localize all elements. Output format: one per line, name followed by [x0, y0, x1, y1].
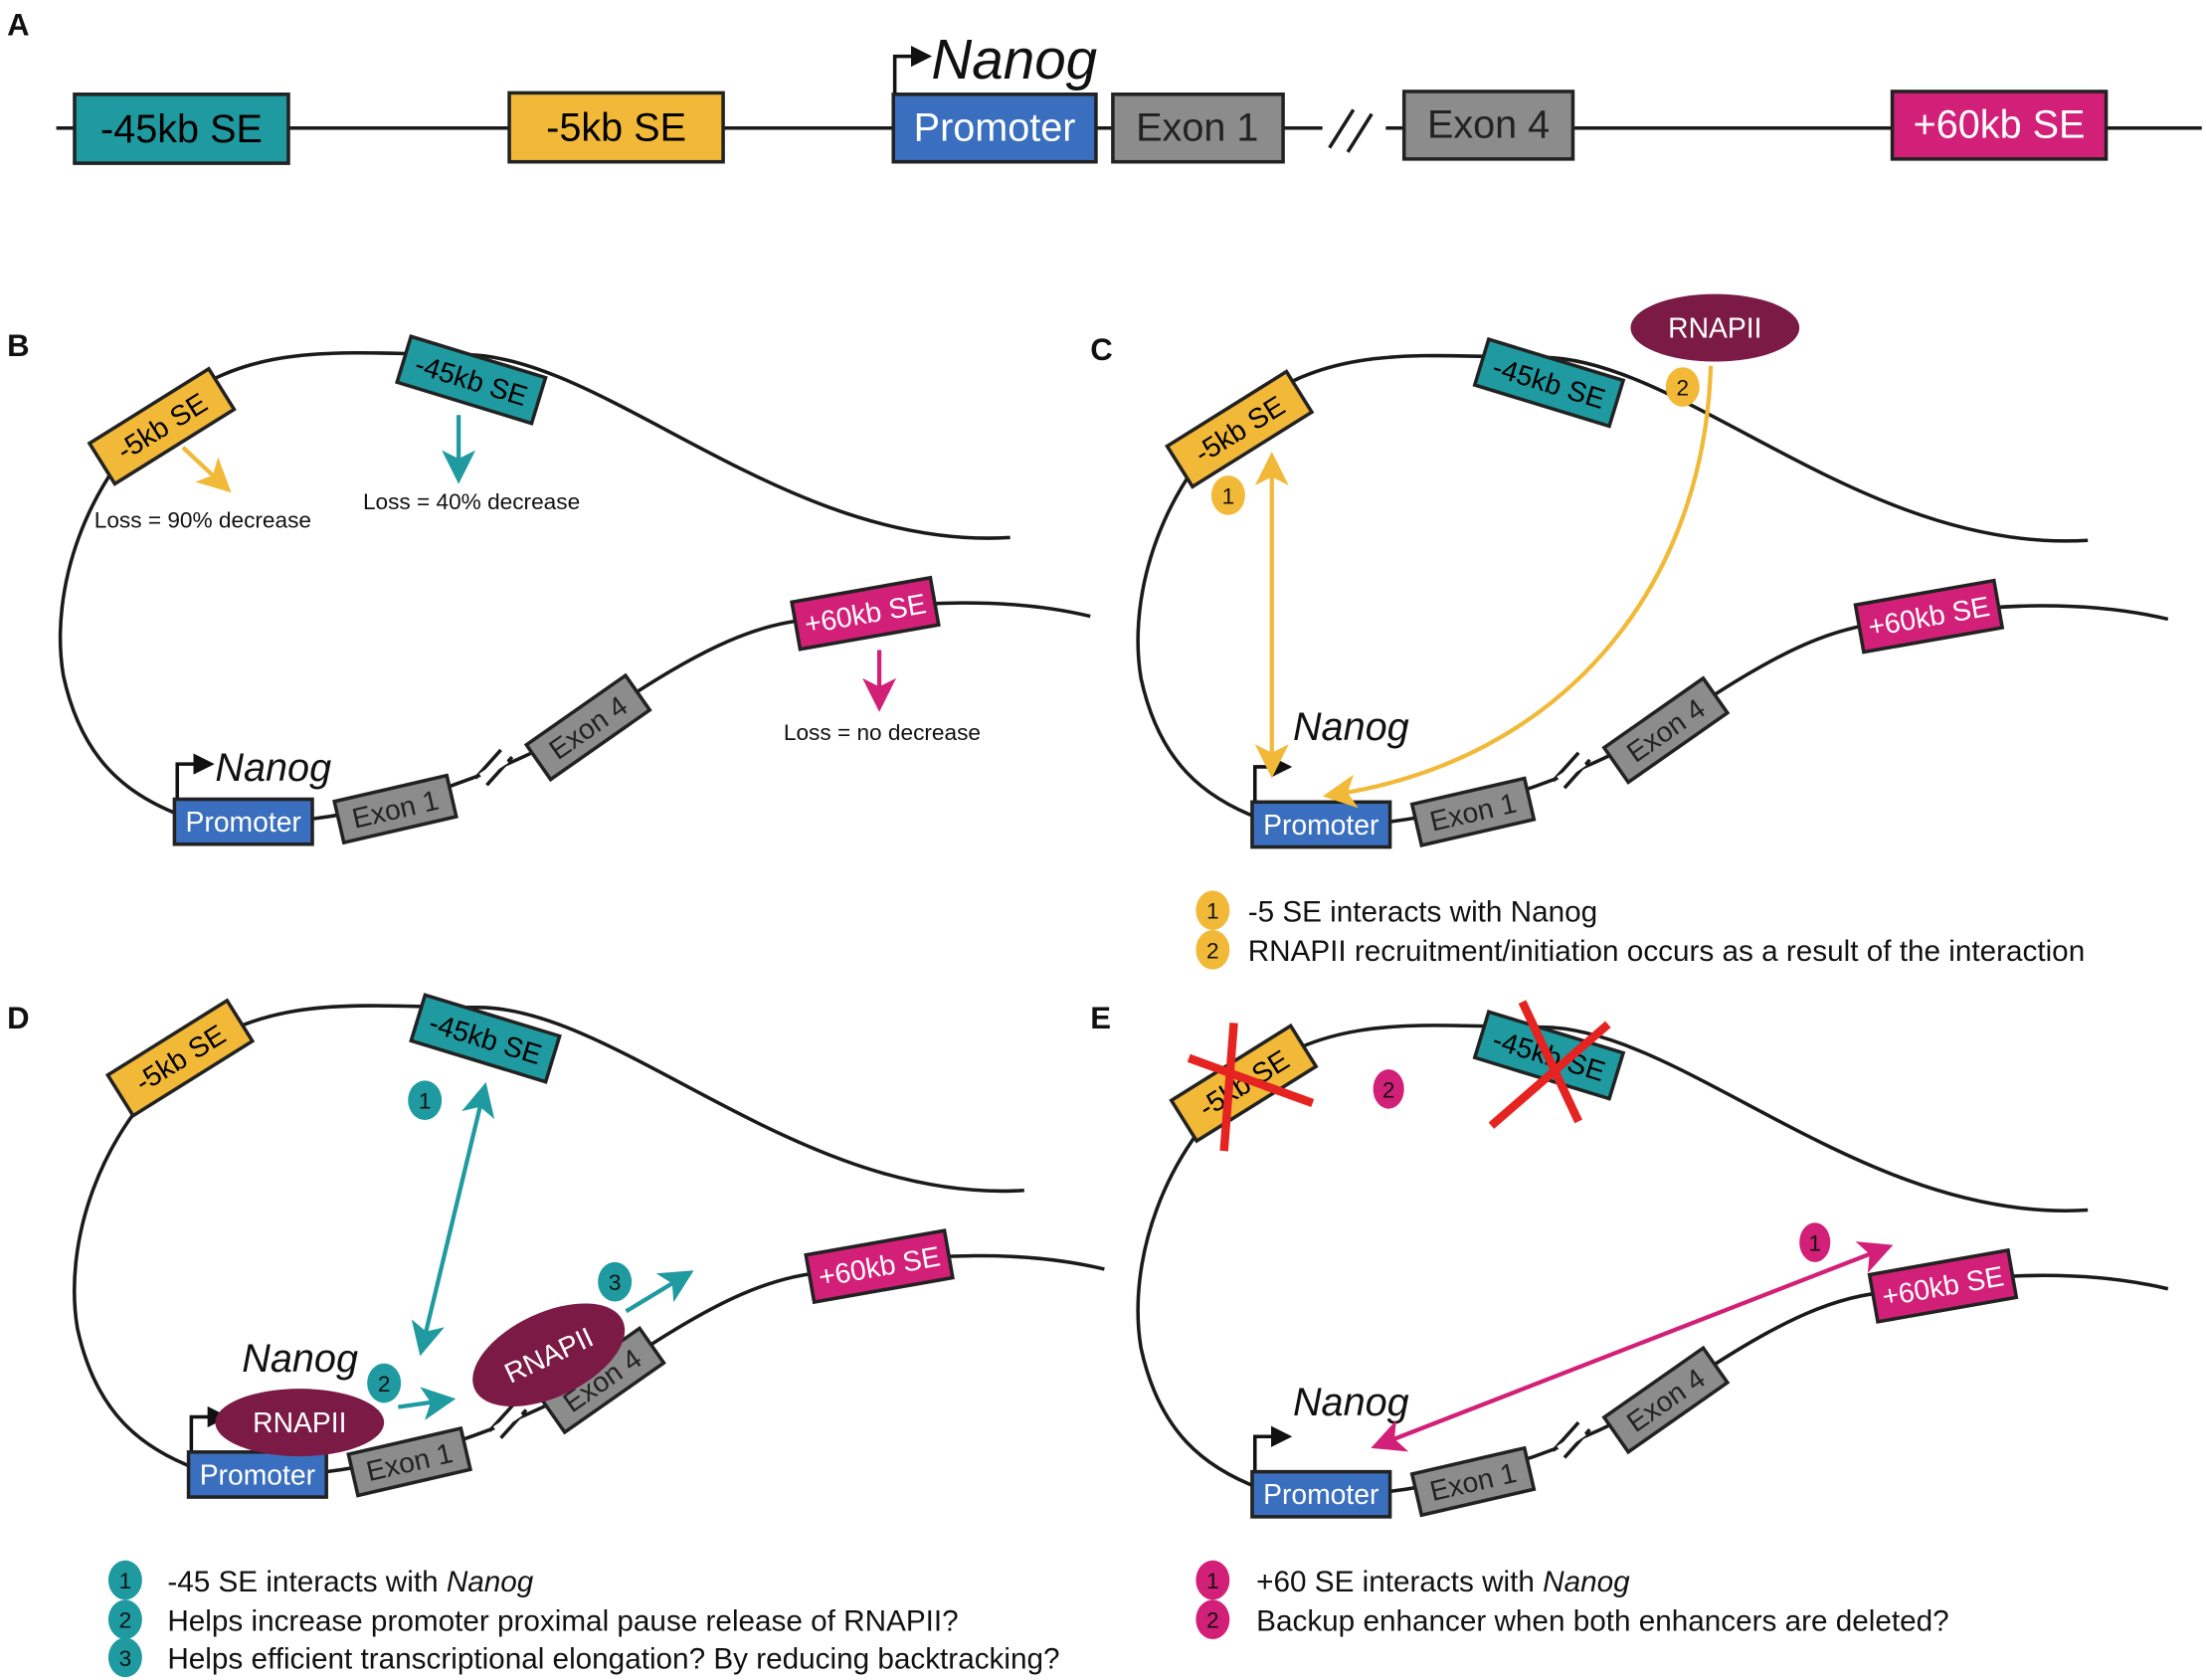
legend-badge: 2 [1206, 938, 1219, 963]
legend-badge: 1 [1206, 1569, 1219, 1593]
exon4-label: Exon 4 [1427, 103, 1550, 147]
recruitment-arrow-icon [1322, 365, 1714, 809]
gene-label: Nanog [1293, 1381, 1409, 1424]
se60-box [1890, 90, 2109, 161]
se5-box [507, 91, 725, 164]
legend-item: Helps efficient transcriptional elongati… [167, 1643, 1059, 1676]
rnapii-label: RNAPII [1668, 312, 1761, 344]
rnapii-label: RNAPII [253, 1406, 346, 1438]
gene-label: Nanog [1293, 705, 1409, 749]
panel-e-legend: 1 +60 SE interacts with Nanog 2 Backup e… [1195, 1560, 1949, 1639]
badge-2: 2 [1382, 1077, 1395, 1102]
loss-se5-text: Loss = 90% decrease [94, 507, 311, 532]
deletion-cross-icon [1488, 1000, 1611, 1129]
rnapii-ellipse [472, 1303, 626, 1407]
pause-release-arrow-icon [398, 1387, 457, 1420]
legend-badge: 1 [1206, 899, 1219, 924]
panel-d: -5kb SE -45kb SE Promoter Exon 1 Exon 4 … [75, 993, 1105, 1499]
se45-label: -45kb SE [100, 107, 263, 151]
exon1-box [1111, 93, 1285, 164]
se60-label: +60kb SE [1914, 103, 2086, 147]
legend-badge: 1 [119, 1569, 132, 1593]
legend-badge: 3 [119, 1646, 132, 1671]
promoter-label: Promoter [186, 806, 301, 838]
loss-se45-text: Loss = 40% decrease [363, 489, 580, 514]
loss-se60-text: Loss = no decrease [784, 720, 981, 745]
panel-e: -5kb SE -45kb SE Promoter Exon 1 Exon 4 … [1138, 1010, 2168, 1519]
legend-item: RNAPII recruitment/initiation occurs as … [1248, 935, 2086, 968]
panel-c-legend: 1 -5 SE interacts with Nanog 2 RNAPII re… [1195, 890, 2086, 970]
badge-2: 2 [378, 1372, 391, 1397]
promoter-label: Promoter [914, 105, 1076, 149]
decrease-arrow-icon [181, 446, 232, 493]
promoter-box [891, 93, 1098, 164]
panel-d-annotations: Nanog RNAPII RNAPII 1 2 3 [215, 1080, 694, 1457]
panel-label-b: B [7, 328, 29, 363]
panel-d-legend: 1 -45 SE interacts with Nanog 2 Helps in… [107, 1560, 1060, 1678]
tss-arrow-icon [892, 45, 933, 93]
panel-e-annotations: 1 2 [1187, 1000, 1894, 1452]
legend-item: +60 SE interacts with Nanog [1256, 1566, 1630, 1598]
rnapii-ellipse [1630, 293, 1800, 362]
panel-b: -5kb SE -45kb SE Promoter Exon 1 Exon 4 … [61, 334, 1091, 846]
se45-box [73, 93, 290, 165]
interaction-arrow-icon [411, 1082, 495, 1357]
badge-1: 1 [1210, 475, 1245, 515]
promoter-label: Promoter [200, 1458, 315, 1490]
se5-label: -5kb SE [546, 105, 686, 149]
interaction-arrow-icon [1371, 1241, 1894, 1452]
panel-a-locus: -45kb SE -5kb SE Promoter Nanog Exon 1 E… [56, 28, 2202, 165]
legend-item: -45 SE interacts with Nanog [167, 1566, 533, 1598]
deletion-cross-icon [1187, 1023, 1315, 1152]
legend-item: Helps increase promoter proximal pause r… [167, 1604, 958, 1637]
legend-badge: 2 [1206, 1608, 1219, 1633]
svg-text:1: 1 [1222, 483, 1235, 508]
panel-label-a: A [7, 7, 29, 42]
rnapii-ellipse [215, 1389, 385, 1457]
panel-label-d: D [7, 1001, 29, 1035]
exon1-label: Exon 1 [1136, 105, 1258, 149]
badge-1: 1 [419, 1089, 432, 1114]
panel-label-c: C [1090, 332, 1112, 367]
panel-label-e: E [1090, 1001, 1111, 1035]
gene-label: Nanog [931, 28, 1097, 91]
badge-2: 2 [1665, 367, 1700, 407]
panel-c: -5kb SE -45kb SE Promoter Exon 1 Exon 4 … [1138, 293, 2168, 849]
promoter-label: Promoter [1263, 809, 1379, 840]
svg-text:2: 2 [1676, 376, 1689, 401]
exon4-box [1401, 90, 1575, 161]
gene-label: Nanog [215, 746, 331, 790]
legend-item: Backup enhancer when both enhancers are … [1256, 1604, 1949, 1637]
gene-label: Nanog [242, 1337, 358, 1381]
promoter-label: Promoter [1263, 1478, 1379, 1510]
elongation-arrow-icon [625, 1270, 694, 1314]
legend-badge: 2 [119, 1608, 132, 1633]
badge-1: 1 [1808, 1231, 1821, 1256]
badge-3: 3 [609, 1270, 622, 1295]
legend-item: -5 SE interacts with Nanog [1248, 896, 1597, 929]
